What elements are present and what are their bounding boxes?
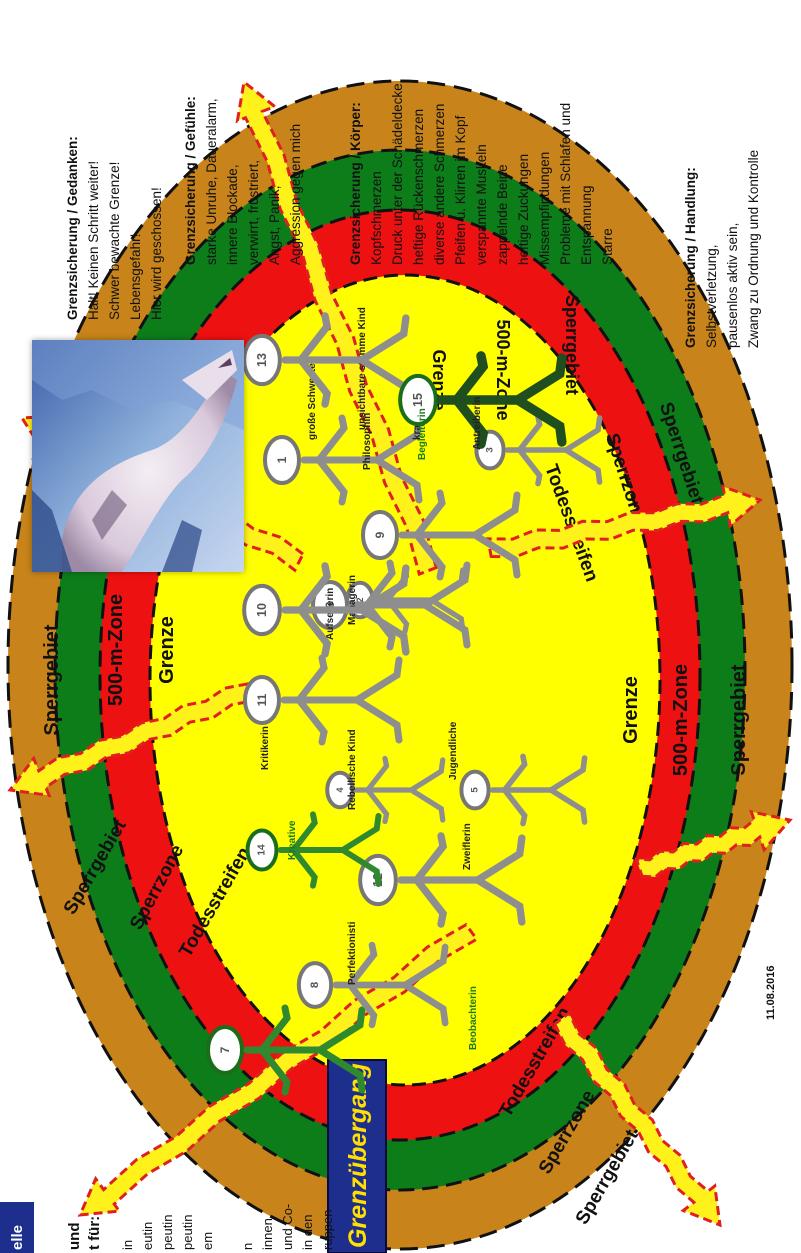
koerper-line: heftige Rückenschmerzen: [408, 83, 429, 265]
zone-label-500m-left: 500-m-Zone: [105, 594, 127, 706]
koerper-line: Pfeifen u. Klirren im Kopf: [450, 83, 471, 265]
koerper-line: diverse andere Schmerzen: [429, 83, 450, 265]
gefuehle-lines: starke Unruhe, Daueralarm,innere Blockad…: [201, 96, 306, 265]
handlung-line: Zwang zu Ordnung und Kontrolle: [743, 150, 764, 348]
gefuehle-line: verwirrt, frustriert,: [243, 96, 264, 265]
figure-label-7: Beobachterin: [468, 986, 479, 1050]
handlung-lines: Selbstverletzung,pausenlos aktiv sein,Zw…: [701, 150, 764, 348]
figure-label-6: Aufseherin: [325, 588, 336, 640]
left-fragment-title: elle: [9, 1225, 26, 1250]
wolf-photo: [32, 340, 244, 572]
koerper-line: heftige Zuckungen: [513, 83, 534, 265]
figure-number: 11: [255, 693, 269, 706]
figure-number: 7: [218, 1046, 232, 1053]
gedanken-line: Lebensgefahr!: [125, 136, 146, 320]
figure-number: 5: [470, 787, 481, 793]
zone-label-500m-right: 500-m-Zone: [670, 664, 692, 776]
gedanken-line: Hier wird geschossen!: [146, 136, 167, 320]
figure-label-2: unsichtbare stumme Kind: [357, 307, 368, 430]
zone-label-sperrgebiet-right: Sperrgebiet: [728, 664, 750, 775]
left-fragment-line: peutin: [160, 1215, 175, 1250]
figure-number: 13: [255, 353, 269, 367]
koerper-line: Entspannung: [576, 83, 597, 265]
figure-number: 1: [275, 456, 289, 463]
zone-label-grenze-left: Grenze: [156, 616, 178, 684]
gefuehle-heading: Grenzsicherung / Gefühle:: [180, 96, 201, 265]
figure-label-9: Managerin: [347, 575, 358, 625]
left-fragment-line: em: [200, 1232, 215, 1250]
figure-label-13: Philosophin: [362, 413, 373, 470]
left-fragment-heading-b: t für:: [86, 1216, 103, 1250]
koerper-block: Grenzsicherung / Körper: KopfschmerzenDr…: [345, 83, 618, 265]
koerper-lines: KopfschmerzenDruck unter der Schädeldeck…: [366, 83, 618, 265]
figure-label-4: Rebellische Kind: [347, 729, 358, 810]
figure-number: 14: [257, 844, 268, 856]
figure-label-15: Begleiterin: [417, 408, 428, 460]
zone-label-sperrgebiet-left: Sperrgebiet: [41, 624, 63, 735]
left-fragment-line: und Co-: [280, 1204, 295, 1250]
gedanken-line: Schwer bewachte Grenze!: [104, 136, 125, 320]
koerper-line: Probleme mit Schlafen und: [555, 83, 576, 265]
figure-number: 4: [335, 787, 345, 792]
left-fragment-line: peutin: [180, 1215, 195, 1250]
gedanken-line: Halt! Keinen Schritt weiter!: [83, 136, 104, 320]
koerper-line: Starre: [597, 83, 618, 265]
koerper-line: Druck unter der Schädeldecke: [387, 83, 408, 265]
zone-label-500m-bottom: 500-m-Zone: [493, 319, 513, 420]
zone-label-grenze-right: Grenze: [620, 676, 642, 744]
date-label: 11.08.2016: [765, 966, 777, 1020]
gefuehle-line: innere Blockade,: [222, 96, 243, 265]
left-fragment-line: ruppen: [320, 1210, 335, 1250]
figure-number: 15: [411, 393, 425, 407]
gedanken-heading: Grenzsicherung / Gedanken:: [62, 136, 83, 320]
figure-number: 8: [309, 982, 321, 988]
gefuehle-line: starke Unruhe, Daueralarm,: [201, 96, 222, 265]
figure-label-5: Jugendliche: [448, 721, 459, 780]
handlung-heading: Grenzsicherung / Handlung:: [680, 150, 701, 348]
left-fragment-line: in: [120, 1240, 135, 1250]
gefuehle-line: Aggression gegen mich: [285, 96, 306, 265]
figure-label-11: Kritikerin: [260, 726, 271, 770]
koerper-heading: Grenzsicherung / Körper:: [345, 83, 366, 265]
koerper-line: Missempfindungen: [534, 83, 555, 265]
left-fragment-heading-a: und: [66, 1223, 83, 1251]
figure-label-12: Zweiflerin: [462, 823, 473, 870]
koerper-line: Kopfschmerzen: [366, 83, 387, 265]
left-fragment-line: innen: [260, 1218, 275, 1250]
zone-label-sperrgebiet-bottom: Sperrgebiet: [562, 295, 582, 395]
left-fragment-line: eutin: [140, 1222, 155, 1250]
figure-label-antreiberin: Antreiberin: [472, 397, 483, 450]
grenzuebergang-label: Grenzübergang: [344, 1063, 372, 1248]
left-fragment-line: in den: [300, 1215, 315, 1250]
figure-label-14: Kreative: [287, 820, 298, 860]
figure-number: 3: [485, 447, 496, 452]
left-fragment-line: n: [240, 1243, 255, 1250]
gefuehle-block: Grenzsicherung / Gefühle: starke Unruhe,…: [180, 96, 306, 265]
handlung-line: pausenlos aktiv sein,: [722, 150, 743, 348]
handlung-line: Selbstverletzung,: [701, 150, 722, 348]
figure-number: 10: [255, 603, 269, 617]
figure-number: 9: [373, 531, 387, 538]
figure-label-8: Perfektionisti: [347, 921, 358, 985]
gedanken-lines: Halt! Keinen Schritt weiter!Schwer bewac…: [83, 136, 167, 320]
gefuehle-line: Angst, Panik,: [264, 96, 285, 265]
koerper-line: zappelnde Beine: [492, 83, 513, 265]
gedanken-block: Grenzsicherung / Gedanken: Halt! Keinen …: [62, 136, 167, 320]
handlung-block: Grenzsicherung / Handlung: Selbstverletz…: [680, 150, 764, 348]
grenzuebergang-box: Grenzübergang: [328, 1060, 386, 1253]
koerper-line: verspannte Muskeln: [471, 83, 492, 265]
